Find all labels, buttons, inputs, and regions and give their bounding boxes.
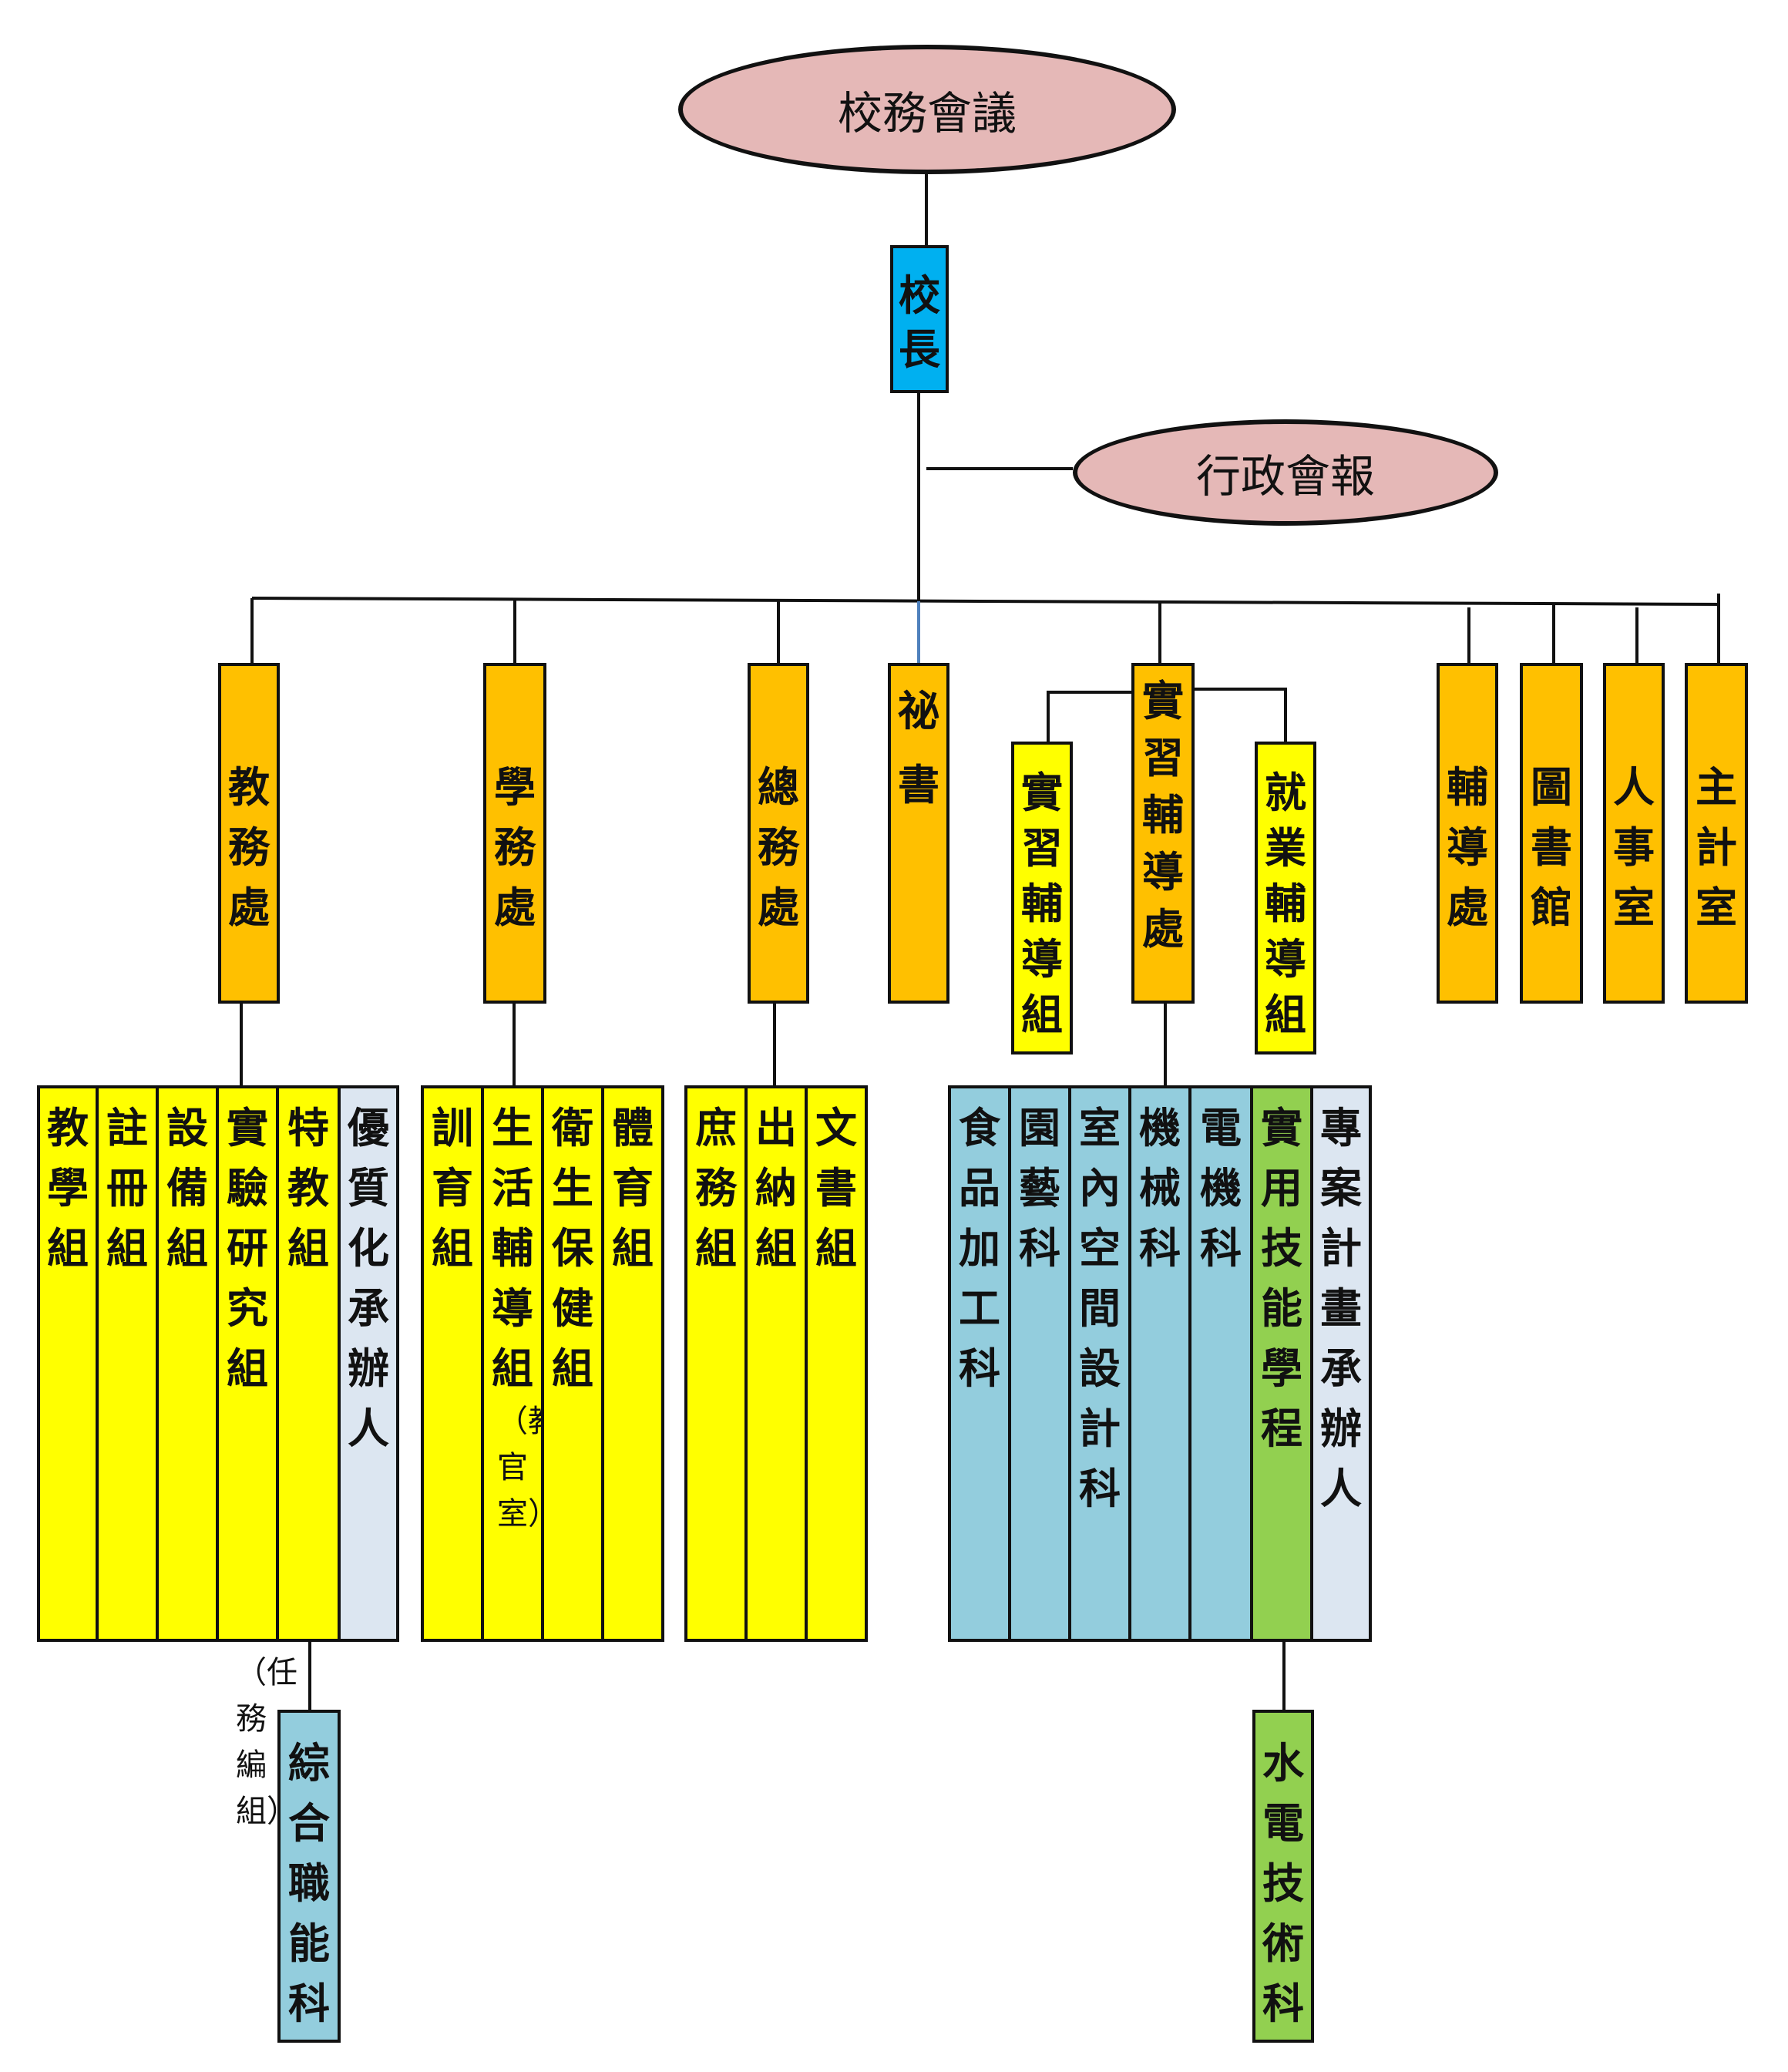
council-node: 校務會議 [678, 45, 1176, 174]
practice-right-branch [1193, 688, 1287, 742]
office-practice-label: 實習輔導處 [1142, 676, 1184, 954]
office-practice: 實習輔導處 [1131, 663, 1195, 1004]
general-unit-affairs: 庶務組 [684, 1085, 748, 1642]
dept-label: 專案計畫承辦人 [1320, 1103, 1362, 1513]
council-label: 校務會議 [837, 87, 1017, 140]
dept-practical-skills: 實用技能學程 [1250, 1085, 1313, 1642]
office-library-label: 圖書館 [1531, 762, 1572, 932]
office-academic: 教務處 [218, 663, 280, 1004]
student-unit-health: 衛生保健組 [541, 1085, 604, 1642]
dept-mechanical: 機械科 [1128, 1085, 1191, 1642]
general-unit-label: 文書組 [815, 1103, 857, 1273]
student-note: （教官室） [497, 1404, 559, 1532]
office-academic-label: 教務處 [228, 762, 270, 932]
dept-label: 實用技能學程 [1261, 1103, 1302, 1453]
dept-label: 機械科 [1139, 1103, 1181, 1273]
office-bus-line [251, 597, 1721, 606]
principal-box: 校長 [890, 245, 949, 393]
general-unit-documents: 文書組 [805, 1085, 868, 1642]
office-counseling-label: 輔導處 [1447, 762, 1488, 932]
principal-label: 校長 [899, 271, 940, 374]
sub-unit-plumbing-label: 水電技術科 [1262, 1738, 1304, 2028]
student-unit-label: 生活輔導組 [492, 1103, 533, 1393]
sub-unit-plumbing: 水電技術科 [1252, 1710, 1314, 2043]
practice-group-employment: 就業輔導組 [1255, 742, 1316, 1054]
dept-label: 電機科 [1200, 1103, 1242, 1273]
office-general: 總務處 [748, 663, 809, 1004]
office-personnel-label: 人事室 [1613, 762, 1655, 932]
office-secretary: 祕書 [888, 663, 949, 1004]
dept-label: 室內空間設計科 [1079, 1103, 1121, 1513]
office-general-label: 總務處 [758, 762, 799, 932]
academic-unit-label: 設備組 [166, 1103, 208, 1273]
office-library: 圖書館 [1520, 663, 1583, 1004]
dept-label: 食品加工科 [959, 1103, 1000, 1393]
practice-group-internship: 實習輔導組 [1011, 742, 1073, 1054]
office-counseling: 輔導處 [1437, 663, 1498, 1004]
practice-group-employment-label: 就業輔導組 [1265, 768, 1306, 1039]
student-unit-pe: 體育組 [601, 1085, 664, 1642]
sub-unit-comprehensive: 綜合職能科 [277, 1710, 341, 2043]
academic-unit-registration: 註冊組 [96, 1085, 159, 1642]
dept-project: 專案計畫承辦人 [1310, 1085, 1372, 1642]
student-unit-life: 生活輔導組 （教官室） [481, 1085, 559, 1642]
academic-unit-label: 特教組 [287, 1103, 329, 1273]
student-unit-label: 體育組 [612, 1103, 654, 1273]
academic-unit-teaching: 教學組 [37, 1085, 99, 1642]
admin-meeting-label: 行政會報 [1195, 450, 1375, 503]
student-unit-label: 訓育組 [432, 1103, 473, 1273]
academic-unit-label: 註冊組 [106, 1103, 148, 1273]
dept-label: 園藝科 [1019, 1103, 1060, 1273]
task-note-label: （任務編組） [236, 1655, 297, 1829]
academic-unit-label: 優質化承辦人 [348, 1103, 389, 1453]
academic-unit-equipment: 設備組 [156, 1085, 219, 1642]
dept-electrical: 電機科 [1188, 1085, 1253, 1642]
office-accounting-label: 主計室 [1696, 762, 1737, 932]
dept-interior: 室內空間設計科 [1068, 1085, 1131, 1642]
practice-group-internship-label: 實習輔導組 [1021, 768, 1063, 1039]
task-note: （任務編組） [228, 1650, 297, 1835]
dept-horticulture: 園藝科 [1008, 1085, 1071, 1642]
general-unit-cashier: 出納組 [744, 1085, 808, 1642]
office-accounting: 主計室 [1685, 663, 1748, 1004]
office-student: 學務處 [483, 663, 546, 1004]
academic-unit-research: 實驗研究組 [216, 1085, 279, 1642]
office-secretary-label: 祕書 [898, 686, 939, 809]
academic-unit-quality: 優質化承辦人 [338, 1085, 399, 1642]
academic-unit-label: 教學組 [47, 1103, 89, 1273]
student-unit-guidance: 訓育組 [421, 1085, 484, 1642]
sub-unit-comprehensive-label: 綜合職能科 [288, 1738, 330, 2028]
admin-meeting-node: 行政會報 [1073, 419, 1498, 526]
student-unit-label: 衛生保健組 [552, 1103, 593, 1393]
academic-unit-label: 實驗研究組 [227, 1103, 268, 1393]
academic-unit-special-ed: 特教組 [276, 1085, 341, 1642]
general-unit-label: 庶務組 [695, 1103, 737, 1273]
office-student-label: 學務處 [494, 762, 536, 932]
practice-left-branch [1047, 691, 1134, 742]
general-unit-label: 出納組 [755, 1103, 797, 1273]
office-personnel: 人事室 [1603, 663, 1665, 1004]
dept-food: 食品加工科 [948, 1085, 1011, 1642]
